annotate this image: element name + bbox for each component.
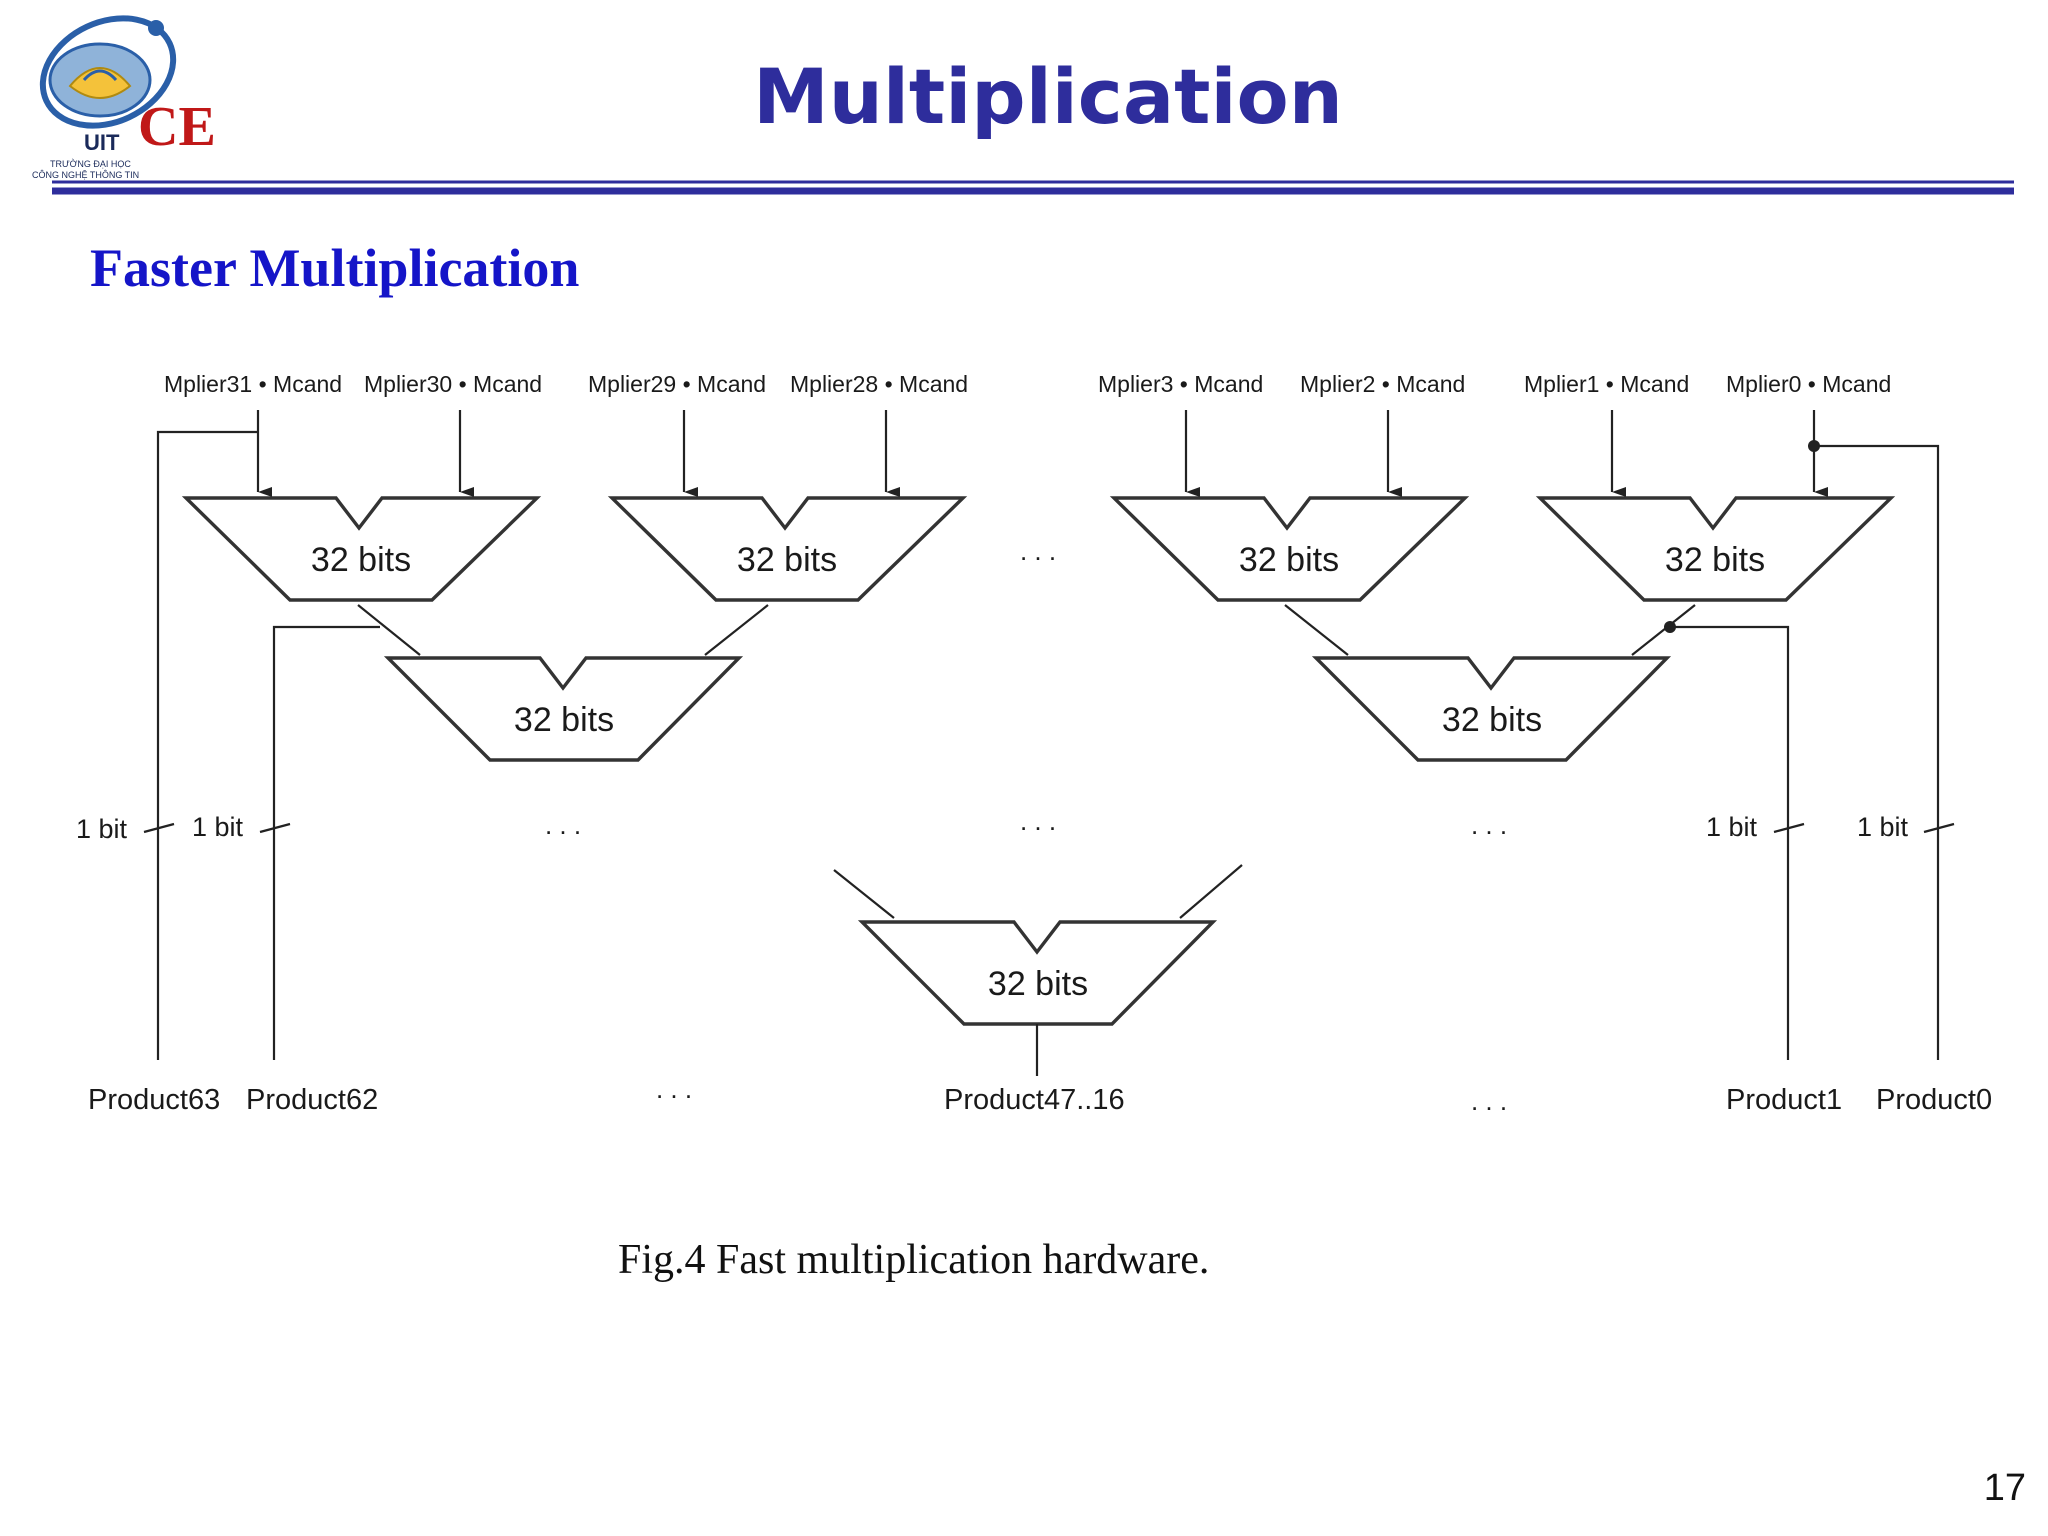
bit-label-product62: 1 bit — [192, 812, 244, 842]
page-title: Multiplication — [753, 52, 1343, 141]
junction-dot-product1 — [1664, 621, 1676, 633]
bit-width-markers — [143, 822, 1955, 834]
adder-level1-b: 32 bits — [607, 496, 968, 602]
adder-level2-b-label: 32 bits — [1442, 701, 1542, 739]
output-label-product0: Product0 — [1876, 1084, 1992, 1116]
adder-level1-b-label: 32 bits — [737, 541, 837, 579]
output-label-product1: Product1 — [1726, 1084, 1842, 1116]
ellipsis-center: . . . — [1020, 806, 1056, 836]
adder-final-label: 32 bits — [988, 965, 1088, 1003]
input-label-mplier29: Mplier29 • Mcand — [588, 371, 766, 397]
input-label-mplier0: Mplier0 • Mcand — [1726, 371, 1891, 397]
adder-level2-a-label: 32 bits — [514, 701, 614, 739]
page-number: 17 — [1984, 1467, 2026, 1509]
logo-line1-text: TRƯỜNG ĐẠI HỌC — [50, 159, 131, 169]
adder-level1-c-label: 32 bits — [1239, 541, 1339, 579]
ellipsis-left: . . . — [545, 810, 581, 840]
output-label-product62: Product62 — [246, 1084, 378, 1116]
input-arrows — [256, 410, 1828, 497]
bit-label-product1: 1 bit — [1706, 812, 1758, 842]
junction-dot-product0 — [1808, 440, 1820, 452]
adder-final: 32 bits — [857, 920, 1218, 1026]
bypass-wires — [156, 430, 1940, 1060]
input-label-mplier3: Mplier3 • Mcand — [1098, 371, 1263, 397]
input-label-mplier31: Mplier31 • Mcand — [164, 371, 342, 397]
adder-level1-a-label: 32 bits — [311, 541, 411, 579]
bit-label-product0: 1 bit — [1857, 812, 1909, 842]
input-label-mplier30: Mplier30 • Mcand — [364, 371, 542, 397]
level1-to-level2-wires — [357, 604, 1696, 656]
output-label-product47-16: Product47..16 — [944, 1084, 1125, 1116]
adder-level1-c: 32 bits — [1109, 496, 1470, 602]
section-subtitle: Faster Multiplication — [90, 238, 579, 298]
adder-level1-d: 32 bits — [1535, 496, 1896, 602]
logo-uit-text: UIT — [84, 130, 120, 155]
ellipsis-output-left: . . . — [656, 1074, 692, 1104]
input-label-mplier2: Mplier2 • Mcand — [1300, 371, 1465, 397]
logo-ce-text: CE — [138, 96, 216, 158]
ellipsis-output-right: . . . — [1471, 1086, 1507, 1116]
input-label-mplier1: Mplier1 • Mcand — [1524, 371, 1689, 397]
adder-level2-b: 32 bits — [1311, 656, 1672, 762]
final-adder-inputs — [833, 864, 1243, 919]
bit-label-product63: 1 bit — [76, 814, 128, 844]
ellipsis-level1: . . . — [1020, 536, 1056, 566]
logo-line2-text: CÔNG NGHỆ THÔNG TIN — [32, 170, 139, 180]
title-rule — [52, 180, 2014, 195]
adder-level2-a: 32 bits — [383, 656, 744, 762]
adder-level1-a: 32 bits — [181, 496, 542, 602]
output-label-product63: Product63 — [88, 1084, 220, 1116]
adder-level1-d-label: 32 bits — [1665, 541, 1765, 579]
uit-ce-logo: CE UIT TRƯỜNG ĐẠI HỌC CÔNG NGHỆ THÔNG TI… — [32, 15, 216, 180]
figure-caption: Fig.4 Fast multiplication hardware. — [618, 1237, 1209, 1283]
input-label-mplier28: Mplier28 • Mcand — [790, 371, 968, 397]
ellipsis-right: . . . — [1471, 810, 1507, 840]
